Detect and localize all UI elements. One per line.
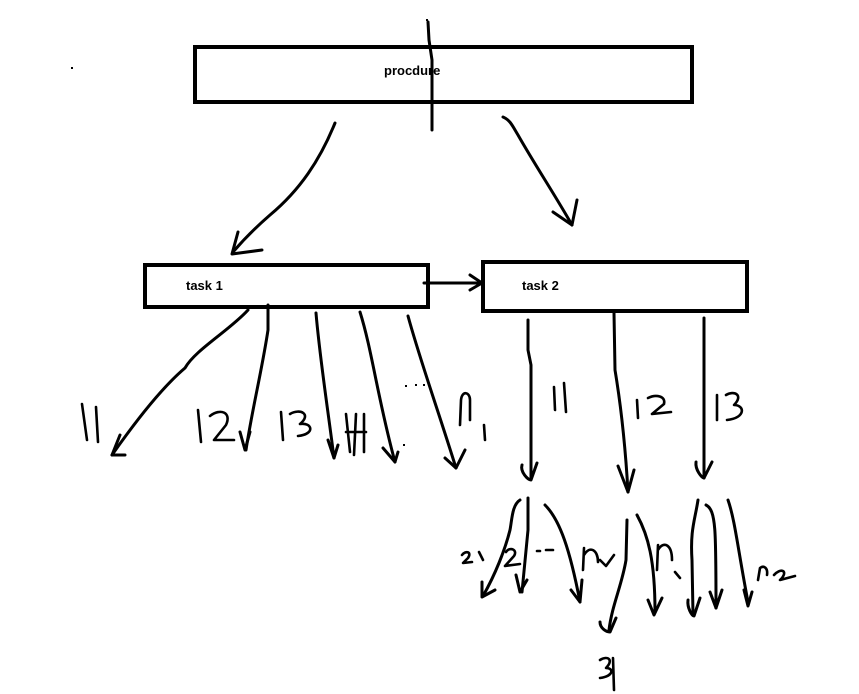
arrowhead-icon xyxy=(708,588,724,610)
task1-children xyxy=(110,303,467,470)
node-task2: task 2 xyxy=(481,260,749,313)
node-task1: task 1 xyxy=(143,263,430,309)
label-21 xyxy=(460,550,485,565)
edge-procedure-task1 xyxy=(230,121,337,256)
stray-dot xyxy=(426,19,428,21)
edge-task1-task2 xyxy=(422,273,484,292)
label-22 xyxy=(503,547,522,568)
task1-child-labels xyxy=(80,391,487,457)
grandchild-arrow-n2 xyxy=(543,503,582,604)
arrowhead-icon xyxy=(110,433,127,457)
child-arrow-12 xyxy=(612,311,630,494)
grandchild-arrow-n2 xyxy=(726,498,750,604)
arrowhead-icon xyxy=(514,573,529,594)
label-13 xyxy=(715,391,744,422)
stray-dot xyxy=(71,67,73,69)
task2-child-labels xyxy=(552,381,744,422)
ellipsis-dot xyxy=(423,384,425,386)
child-arrow-11 xyxy=(526,318,533,480)
label-14 xyxy=(344,412,368,457)
procedure-box xyxy=(193,45,694,104)
task2-label: task 2 xyxy=(522,278,559,293)
label-11 xyxy=(552,381,568,414)
arrowhead-icon xyxy=(520,461,539,482)
child-arrow-12 xyxy=(244,303,270,452)
edge-line xyxy=(501,115,574,227)
arrowhead-icon xyxy=(569,578,584,604)
child-arrow-13 xyxy=(314,311,336,460)
arrowhead-icon xyxy=(686,596,702,618)
arrowhead-icon xyxy=(551,198,579,227)
grandchildren-under-12 xyxy=(598,513,682,692)
arrowhead-icon xyxy=(646,596,664,617)
grandchild-arrow xyxy=(704,503,718,610)
arrowhead-icon xyxy=(616,464,636,494)
grandchild-arrow-21 xyxy=(481,498,522,598)
label-12 xyxy=(196,408,236,444)
task1-label: task 1 xyxy=(186,278,223,293)
arrowhead-icon xyxy=(381,446,400,464)
stray-dot xyxy=(403,444,405,446)
label-n2 xyxy=(581,546,616,572)
ellipsis-dot xyxy=(405,385,407,387)
grandchild-arrow-31 xyxy=(607,518,629,632)
node-procedure: procdure xyxy=(193,45,694,104)
edge-procedure-task2 xyxy=(501,115,579,227)
arrowhead-icon xyxy=(238,430,252,452)
label-13 xyxy=(279,410,312,442)
task2-children xyxy=(520,311,714,494)
grandchild-arrow-n2 xyxy=(635,513,657,614)
arrowhead-icon xyxy=(230,230,264,256)
arrowhead-icon xyxy=(468,273,484,292)
ellipsis-label xyxy=(535,548,555,553)
grandchild-arrow xyxy=(690,498,700,616)
child-arrow-11 xyxy=(110,308,250,457)
arrowhead-icon xyxy=(694,460,714,480)
label-12 xyxy=(635,394,673,420)
edge-line xyxy=(231,121,337,254)
arrowhead-icon xyxy=(480,580,497,599)
arrowhead-icon xyxy=(443,448,467,470)
grandchild-arrow-22 xyxy=(520,496,530,594)
grandchildren-under-11 xyxy=(460,496,616,604)
arrowhead-icon xyxy=(598,616,618,634)
child-arrow-14 xyxy=(358,310,397,464)
vertical-divider-line xyxy=(426,20,434,132)
arrowhead-icon xyxy=(326,438,340,460)
task1-box xyxy=(143,263,430,309)
label-n1 xyxy=(458,391,487,442)
arrowhead-icon xyxy=(742,588,754,608)
procedure-label: procdure xyxy=(384,63,440,78)
label-n2 xyxy=(756,565,797,582)
child-arrow-n1 xyxy=(406,314,458,470)
label-n2 xyxy=(655,543,682,580)
grandchildren-under-13 xyxy=(686,498,797,618)
ellipsis-dot xyxy=(415,384,417,386)
task2-box xyxy=(481,260,749,313)
label-11 xyxy=(80,402,100,444)
label-31 xyxy=(598,656,616,692)
